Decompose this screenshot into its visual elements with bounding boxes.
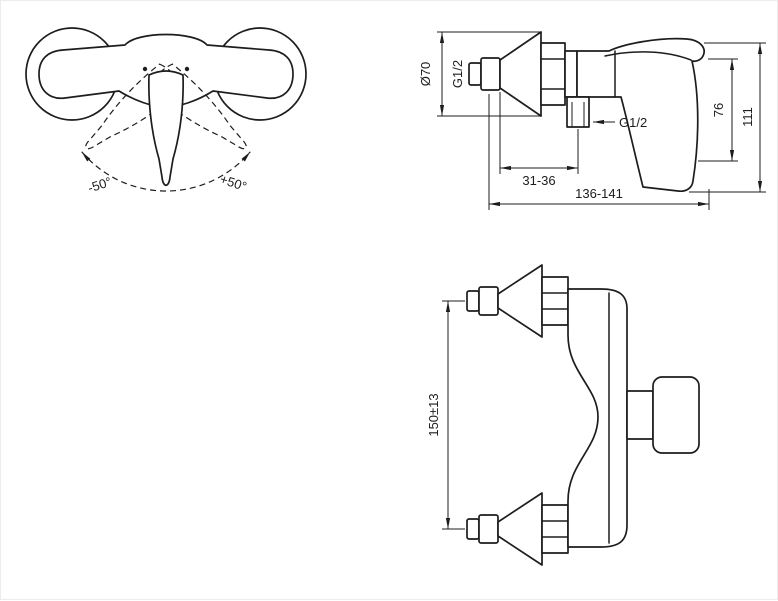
handle-neck bbox=[626, 390, 654, 440]
front-view: -50° +50° bbox=[25, 27, 307, 196]
mixer-body-side bbox=[576, 37, 705, 193]
angle-label-right: +50° bbox=[218, 171, 249, 194]
wall-connector-side bbox=[468, 31, 578, 117]
dim-connector-pitch-label: 150±13 bbox=[426, 393, 441, 436]
dim-overall-height: 111 bbox=[689, 42, 766, 193]
mixer-body-installation bbox=[567, 288, 628, 548]
lever-handle-front bbox=[147, 70, 185, 187]
dim-wall-clearance-label: 31-36 bbox=[522, 173, 555, 188]
connector-stud-collar bbox=[480, 57, 501, 91]
dim-wall-clearance: 31-36 bbox=[499, 92, 579, 188]
side-view: Ø70 G1/2 G1/2 bbox=[418, 31, 766, 210]
connector-stud-cap bbox=[468, 62, 482, 86]
ring-nut-side bbox=[564, 50, 578, 98]
angle-label-left: -50° bbox=[86, 174, 113, 196]
outlet-thread-label: G1/2 bbox=[619, 115, 647, 130]
installation-view: 150±13 bbox=[426, 264, 700, 566]
inlet-thread-label: G1/2 bbox=[450, 60, 465, 88]
hex-nut-side bbox=[540, 42, 566, 106]
dim-outlet-drop-label: 76 bbox=[711, 103, 726, 117]
lever-base-line bbox=[604, 51, 692, 61]
dim-connector-pitch: 150±13 bbox=[426, 300, 465, 530]
shower-outlet bbox=[566, 96, 590, 128]
dim-outlet-drop: 76 bbox=[698, 58, 738, 162]
wall-connector-top bbox=[466, 264, 569, 338]
dim-overall-depth: 136-141 bbox=[488, 94, 710, 210]
wall-connector-bottom bbox=[466, 492, 569, 566]
handle-position-left-dashed bbox=[149, 63, 247, 150]
screw-dot-right bbox=[184, 66, 190, 72]
dim-diameter-label: Ø70 bbox=[418, 62, 433, 87]
dim-overall-depth-label: 136-141 bbox=[575, 186, 623, 201]
dim-overall-height-label: 111 bbox=[740, 107, 755, 127]
screw-dot-left bbox=[142, 66, 148, 72]
rotation-arc bbox=[81, 151, 251, 192]
handle-grip bbox=[652, 376, 700, 454]
handle-position-right-dashed bbox=[85, 63, 183, 150]
escutcheon-cone-side bbox=[499, 31, 542, 117]
